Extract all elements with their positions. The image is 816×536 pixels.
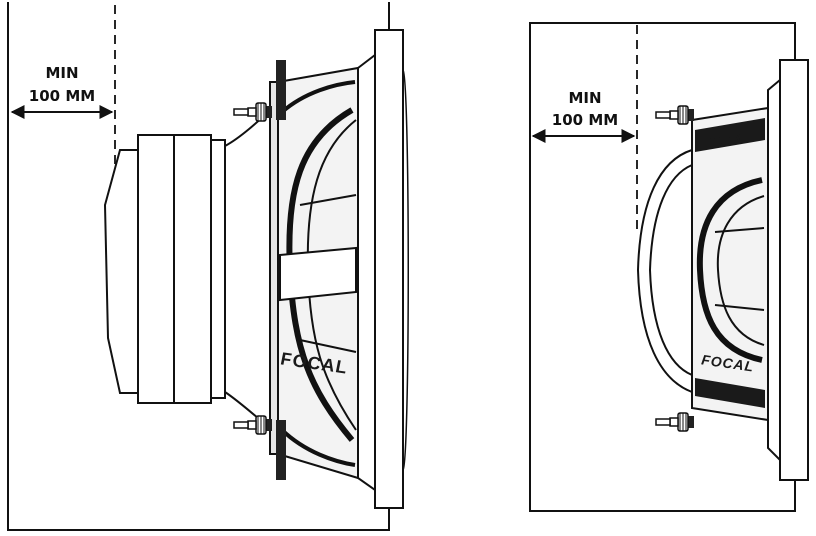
left-diagram: MIN 100 MM FOCAL <box>7 2 409 531</box>
right-frame <box>691 106 769 422</box>
svg-text:FOCAL: FOCAL <box>702 130 753 152</box>
left-frame <box>276 60 359 480</box>
right-diagram: MIN 100 MM FOCAL FOCAL <box>529 22 809 512</box>
focal-logo-icon: FOCAL FOCAL <box>700 130 755 375</box>
left-magnet <box>103 134 226 404</box>
min-label-line1: MIN <box>45 64 78 82</box>
right-dome <box>636 148 693 394</box>
left-basket <box>224 81 279 455</box>
right-flange <box>767 59 809 481</box>
right-wall-outline <box>529 22 796 512</box>
min-label-line2: 100 MM <box>552 111 618 129</box>
min-label-line1: MIN <box>568 89 601 107</box>
svg-text:FOCAL: FOCAL <box>700 351 755 374</box>
left-flange <box>357 29 409 509</box>
min-label-line2: 100 MM <box>29 87 95 105</box>
